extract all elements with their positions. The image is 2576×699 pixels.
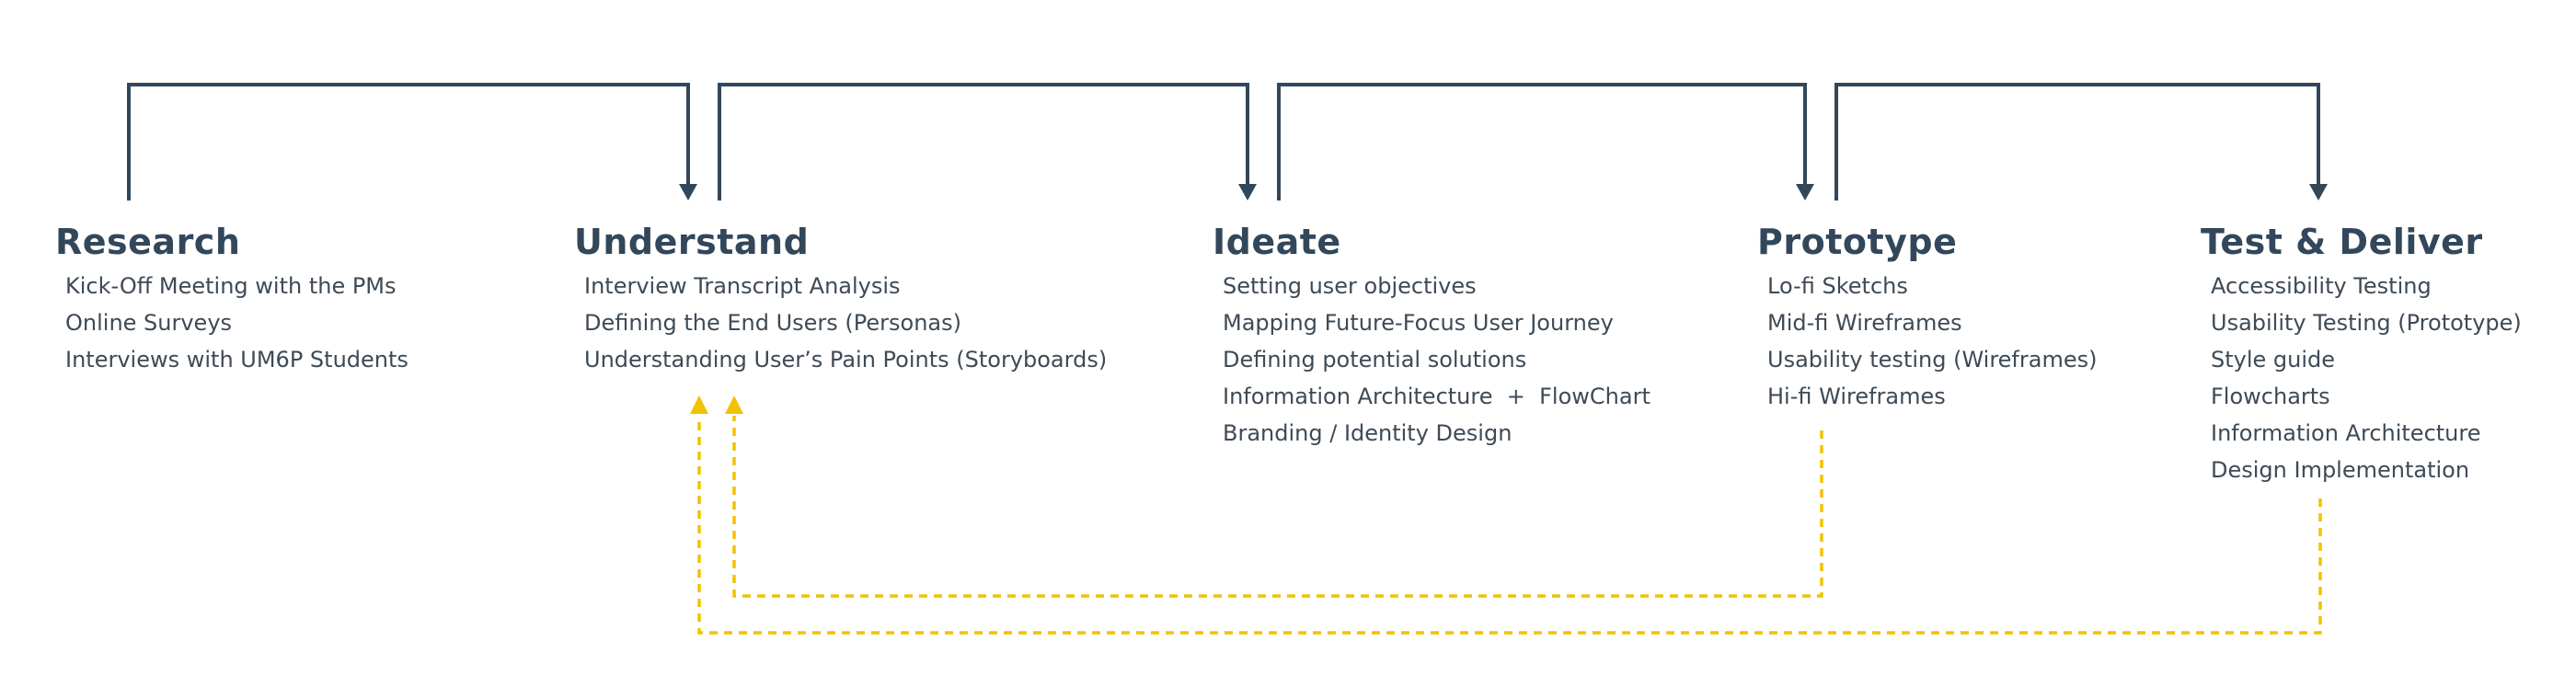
stage-title: Ideate xyxy=(1213,222,1341,262)
stage-prototype: Prototype Lo-fi Sketchs Mid-fi Wireframe… xyxy=(1757,216,2097,415)
list-item: Information Architecture xyxy=(2211,420,2481,446)
list-item: Kick-Off Meeting with the PMs xyxy=(65,273,397,299)
stage-ideate: Ideate Setting user objectives Mapping F… xyxy=(1213,216,1650,452)
list-item: Accessibility Testing xyxy=(2211,273,2432,299)
arrow-up-icon xyxy=(725,395,743,414)
stage-research: Research Kick-Off Meeting with the PMs O… xyxy=(55,216,408,378)
stage-items: Setting user objectives Mapping Future-F… xyxy=(1213,268,1650,452)
arrow-down-icon xyxy=(679,184,697,201)
list-item: Mid-fi Wireframes xyxy=(1767,310,1962,336)
arrow-down-icon xyxy=(2309,184,2328,201)
stage-title: Test & Deliver xyxy=(2201,222,2483,262)
stage-title: Prototype xyxy=(1757,222,1958,262)
feedback-loop-prototype-to-understand xyxy=(732,416,1823,598)
feedback-loop-test-to-understand xyxy=(697,416,2322,635)
arrow-down-icon xyxy=(1796,184,1814,201)
list-item: Lo-fi Sketchs xyxy=(1767,273,1908,299)
stage-title: Research xyxy=(55,222,241,262)
stage-items: Accessibility Testing Usability Testing … xyxy=(2201,268,2522,488)
arrow-up-icon xyxy=(690,395,708,414)
list-item: Information Architecture + FlowChart xyxy=(1223,384,1650,409)
list-item: Usability Testing (Prototype) xyxy=(2211,310,2522,336)
list-item: Design Implementation xyxy=(2211,457,2470,483)
list-item: Flowcharts xyxy=(2211,384,2330,409)
list-item: Online Surveys xyxy=(65,310,233,336)
list-item: Mapping Future-Focus User Journey xyxy=(1223,310,1614,336)
stage-items: Interview Transcript Analysis Defining t… xyxy=(574,268,1107,378)
forward-flow-connector-ideate-prototype xyxy=(1277,83,1807,201)
list-item: Branding / Identity Design xyxy=(1223,420,1512,446)
list-item: Hi-fi Wireframes xyxy=(1767,384,1946,409)
stage-understand: Understand Interview Transcript Analysis… xyxy=(574,216,1107,378)
stage-items: Lo-fi Sketchs Mid-fi Wireframes Usabilit… xyxy=(1757,268,2097,415)
forward-flow-connector-prototype-test xyxy=(1834,83,2320,201)
stage-items: Kick-Off Meeting with the PMs Online Sur… xyxy=(55,268,408,378)
arrow-down-icon xyxy=(1238,184,1257,201)
forward-flow-connector-understand-ideate xyxy=(718,83,1249,201)
list-item: Interview Transcript Analysis xyxy=(584,273,901,299)
stage-test-deliver: Test & Deliver Accessibility Testing Usa… xyxy=(2201,216,2522,488)
list-item: Style guide xyxy=(2211,347,2336,372)
forward-flow-connector-research-understand xyxy=(127,83,690,201)
list-item: Interviews with UM6P Students xyxy=(65,347,408,372)
list-item: Usability testing (Wireframes) xyxy=(1767,347,2098,372)
list-item: Understanding User’s Pain Points (Storyb… xyxy=(584,347,1108,372)
list-item: Defining potential solutions xyxy=(1223,347,1527,372)
list-item: Defining the End Users (Personas) xyxy=(584,310,961,336)
stage-title: Understand xyxy=(574,222,810,262)
list-item: Setting user objectives xyxy=(1223,273,1477,299)
